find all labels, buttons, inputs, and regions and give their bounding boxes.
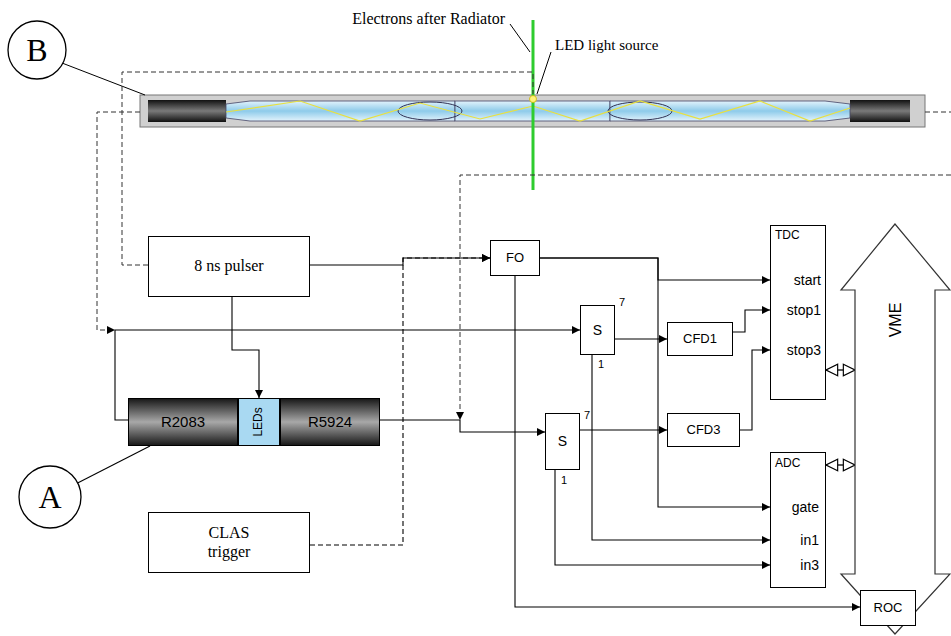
- electron-beam: [532, 20, 535, 190]
- led-source: [530, 96, 537, 103]
- signal-wire: [555, 470, 770, 565]
- pmt-tube: R2083: [128, 398, 238, 446]
- node-label: CFD1: [683, 332, 717, 347]
- trigger-box: CLAS trigger: [148, 512, 310, 573]
- discriminator-box: CFD3: [667, 413, 740, 447]
- pulser-box: 8 ns pulser: [148, 236, 310, 297]
- node-label: A: [38, 479, 61, 516]
- leader-line: [62, 63, 145, 95]
- callout-circle: B: [7, 20, 67, 80]
- node-label: S: [558, 433, 567, 449]
- pin-number: 7: [584, 409, 590, 422]
- tdc-module: TDC start stop1 stop3: [770, 225, 826, 400]
- callout-circle: A: [18, 465, 82, 529]
- signal-wire: [580, 429, 667, 430]
- light-path: [226, 101, 850, 121]
- splitter-box: S: [545, 413, 580, 470]
- port-label: stop1: [787, 302, 821, 318]
- pin-number: 7: [619, 296, 625, 309]
- adc-module: ADC gate in1 in3: [770, 452, 826, 588]
- light-guide-right: [610, 101, 850, 121]
- signal-wire: [78, 446, 150, 483]
- pin-number: 1: [598, 358, 604, 371]
- dashed-wire: [97, 112, 140, 330]
- leader-line: [510, 24, 530, 52]
- light-guide-left: [226, 101, 455, 121]
- pin-number: 1: [561, 474, 567, 487]
- node-label: B: [26, 32, 47, 69]
- pmt-left: [148, 100, 226, 122]
- node-label: ROC: [874, 601, 903, 616]
- circle-outline: [19, 466, 81, 528]
- pmt-right: [850, 100, 910, 122]
- signal-wire: [232, 297, 259, 398]
- signal-wire: [380, 420, 545, 432]
- signal-wire: [540, 258, 770, 507]
- signal-wire: [310, 258, 490, 265]
- signal-wire: [540, 258, 770, 280]
- beam-label: Electrons after Radiator: [352, 10, 505, 28]
- guide-joint: [608, 102, 672, 120]
- vme-bus-arrow: VME: [840, 222, 951, 636]
- roc-box: ROC: [860, 590, 916, 626]
- connector-group: [78, 258, 860, 607]
- node-label: R2083: [161, 413, 205, 430]
- discriminator-box: CFD1: [667, 322, 733, 356]
- double-arrow-outline: [841, 224, 950, 634]
- pmt-tube: R5924: [280, 398, 380, 446]
- port-label: in1: [800, 532, 819, 548]
- port-label: start: [794, 272, 821, 288]
- port-label: stop3: [787, 342, 821, 358]
- node-label: LEDs: [252, 407, 266, 436]
- source-label: LED light source: [555, 37, 658, 54]
- node-label: TDC: [775, 229, 800, 243]
- node-label: FO: [506, 251, 524, 266]
- port-label: gate: [792, 499, 819, 515]
- bus-connector: [826, 464, 855, 465]
- led-block: LEDs: [238, 398, 280, 446]
- fanout-box: FO: [490, 240, 540, 276]
- node-label: CFD3: [687, 423, 721, 438]
- leader-line: [537, 52, 551, 94]
- circle-outline: [8, 21, 66, 79]
- guide-joint: [398, 102, 462, 120]
- signal-wire: [615, 338, 667, 339]
- node-label: VME: [886, 303, 904, 338]
- bus-connector: [826, 369, 855, 370]
- dashed-wire: [925, 112, 951, 113]
- node-label: R5924: [308, 413, 352, 430]
- node-label: CLAS trigger: [208, 524, 251, 561]
- port-label: in3: [800, 557, 819, 573]
- node-label: 8 ns pulser: [194, 257, 263, 275]
- double-arrow-outline: [840, 222, 951, 636]
- signal-wire: [592, 355, 770, 540]
- node-label: S: [593, 322, 602, 338]
- signal-wire: [740, 350, 770, 430]
- signal-wire: [733, 310, 770, 332]
- splitter-box: S: [580, 305, 615, 355]
- node-label: ADC: [775, 457, 800, 471]
